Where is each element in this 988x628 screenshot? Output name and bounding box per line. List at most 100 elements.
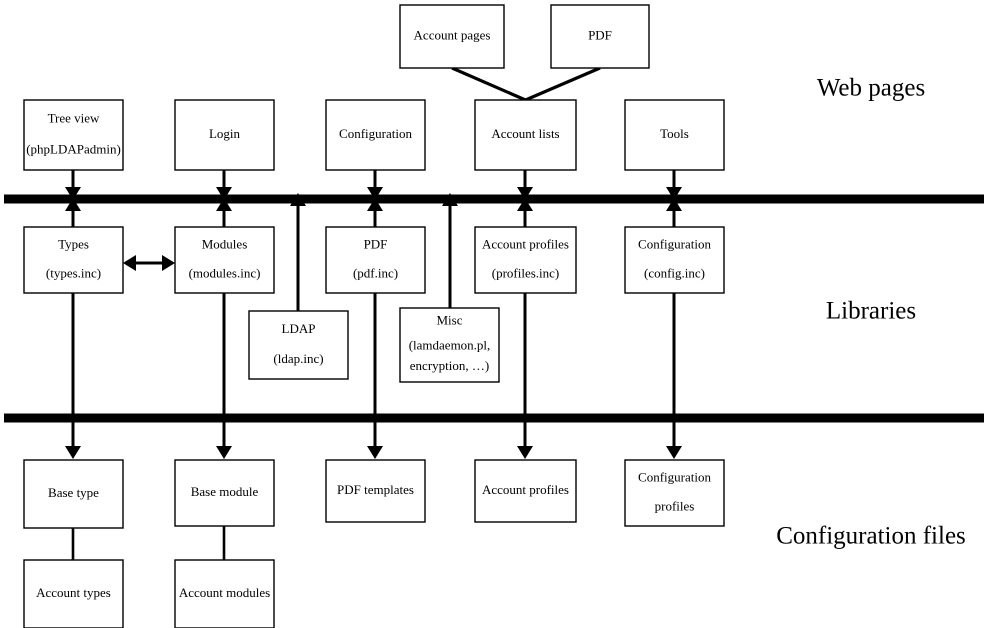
arrow-down-pdf-to-pdf-templates	[367, 446, 383, 459]
node-base-type: Base type	[23, 459, 124, 529]
node-box-types-lib	[23, 226, 124, 294]
node-label-modules-lib-line2: (modules.inc)	[189, 266, 261, 281]
node-pdf-top: PDF	[550, 4, 650, 69]
arrow-right-types-to-modules	[162, 255, 175, 271]
node-label-base-type-line1: Base type	[48, 485, 99, 500]
node-box-base-module	[174, 459, 275, 527]
node-label-tree-view-line2: (phpLDAPadmin)	[26, 141, 121, 156]
arrow-down-configuration-page-to-pdf	[367, 187, 383, 200]
section-label-web-pages: Web pages	[817, 75, 925, 102]
arrow-down-types-to-base-type	[65, 446, 81, 459]
arrow-down-modules-to-base-module	[216, 446, 232, 459]
node-label-configuration-page-line1: Configuration	[339, 126, 412, 141]
section-labels: Web pages Libraries Configuration files	[776, 75, 966, 550]
node-label-account-profiles-lib-line2: (profiles.inc)	[492, 266, 560, 281]
node-box-configuration-profiles-file	[624, 459, 725, 527]
arrow-up-tree-view-to-types	[65, 198, 81, 211]
node-tools: Tools	[624, 99, 725, 171]
node-account-pages: Account pages	[399, 4, 505, 69]
node-label-configuration-lib-line1: Configuration	[638, 236, 711, 251]
node-box-login	[174, 99, 275, 171]
node-label-pdf-lib-line2: (pdf.inc)	[353, 266, 398, 281]
node-box-misc-lib	[399, 307, 500, 383]
node-box-account-modules	[174, 559, 275, 628]
node-box-pdf-lib	[325, 226, 426, 294]
node-types-lib: Types (types.inc)	[23, 226, 124, 294]
node-label-ldap-lib-line1: LDAP	[282, 321, 316, 336]
node-account-modules: Account modules	[174, 559, 275, 628]
node-box-account-lists	[474, 99, 577, 171]
node-box-ldap-lib	[248, 310, 349, 380]
node-configuration-lib: Configuration (config.inc)	[624, 226, 725, 294]
node-modules-lib: Modules (modules.inc)	[174, 226, 275, 294]
node-label-types-lib-line2: (types.inc)	[46, 266, 101, 281]
node-label-tools-line1: Tools	[660, 126, 689, 141]
connection-account-pages-to-account-lists	[451, 66, 527, 102]
node-misc-lib: Misc (lamdaemon.pl, encryption, …)	[399, 307, 500, 383]
node-label-types-lib-line1: Types	[58, 236, 89, 251]
node-tree-view: Tree view (phpLDAPadmin)	[23, 99, 124, 171]
node-label-account-profiles-file-line1: Account profiles	[482, 482, 569, 497]
node-label-account-profiles-lib-line1: Account profiles	[482, 236, 569, 251]
layer-bars	[4, 194, 984, 423]
connection-pdf-top-to-account-lists	[524, 66, 601, 102]
node-box-tree-view	[23, 99, 124, 171]
connections	[65, 66, 682, 560]
node-box-account-profiles-lib	[474, 226, 577, 294]
node-box-configuration-page	[325, 99, 426, 171]
arrow-up-misc-to-web-layer	[442, 193, 458, 206]
node-label-configuration-lib-line2: (config.inc)	[644, 266, 705, 281]
section-label-configuration-files: Configuration files	[776, 523, 966, 550]
node-pdf-templates: PDF templates	[325, 459, 426, 523]
node-label-misc-lib-line1: Misc	[437, 312, 463, 327]
node-account-profiles-file: Account profiles	[474, 459, 577, 523]
node-label-configuration-profiles-file-line2: profiles	[655, 499, 695, 514]
node-box-configuration-lib	[624, 226, 725, 294]
node-configuration-page: Configuration	[325, 99, 426, 171]
node-label-modules-lib-line1: Modules	[202, 236, 248, 251]
node-pdf-lib: PDF (pdf.inc)	[325, 226, 426, 294]
node-label-pdf-top-line1: PDF	[588, 27, 612, 42]
node-box-tools	[624, 99, 725, 171]
node-box-base-type	[23, 459, 124, 529]
arrow-down-tree-view-to-types	[65, 187, 81, 200]
node-label-tree-view-line1: Tree view	[48, 111, 100, 126]
node-label-account-lists-line1: Account lists	[491, 126, 559, 141]
section-label-libraries: Libraries	[826, 298, 916, 325]
arrow-up-configuration-page-to-pdf	[367, 198, 383, 211]
arrow-down-login-to-modules	[216, 187, 232, 200]
arrow-down-configuration-to-configuration-profiles	[666, 446, 682, 459]
arrow-down-profiles-to-account-profiles	[517, 446, 533, 459]
node-account-profiles-lib: Account profiles (profiles.inc)	[474, 226, 577, 294]
arrow-down-account-lists-to-profiles	[517, 187, 533, 200]
node-login: Login	[174, 99, 275, 171]
node-box-account-pages	[399, 4, 505, 69]
node-label-account-types-line1: Account types	[36, 585, 111, 600]
node-label-misc-lib-line3: encryption, …)	[410, 358, 489, 373]
node-box-pdf-top	[550, 4, 650, 69]
arrow-up-tools-to-configuration	[666, 198, 682, 211]
node-configuration-profiles-file: Configuration profiles	[624, 459, 725, 527]
node-label-base-module-line1: Base module	[191, 484, 259, 499]
node-box-account-profiles-file	[474, 459, 577, 523]
node-box-account-types	[23, 559, 124, 628]
node-box-pdf-templates	[325, 459, 426, 523]
arrow-left-types-to-modules	[123, 255, 136, 271]
node-box-modules-lib	[174, 226, 275, 294]
node-label-account-modules-line1: Account modules	[179, 585, 270, 600]
node-label-account-pages-line1: Account pages	[414, 27, 491, 42]
arrow-up-account-lists-to-profiles	[517, 198, 533, 211]
node-account-lists: Account lists	[474, 99, 577, 171]
arrow-up-login-to-modules	[216, 198, 232, 211]
node-ldap-lib: LDAP(ldap.inc)	[248, 310, 349, 380]
node-account-types: Account types	[23, 559, 124, 628]
node-label-pdf-lib-line1: PDF	[364, 236, 388, 251]
arrow-up-ldap-to-web-layer	[290, 193, 306, 206]
node-label-configuration-profiles-file-line1: Configuration	[638, 469, 711, 484]
node-label-login-line1: Login	[209, 126, 241, 141]
node-label-misc-lib-line2: (lamdaemon.pl,	[409, 337, 491, 352]
arrow-down-tools-to-configuration	[666, 187, 682, 200]
